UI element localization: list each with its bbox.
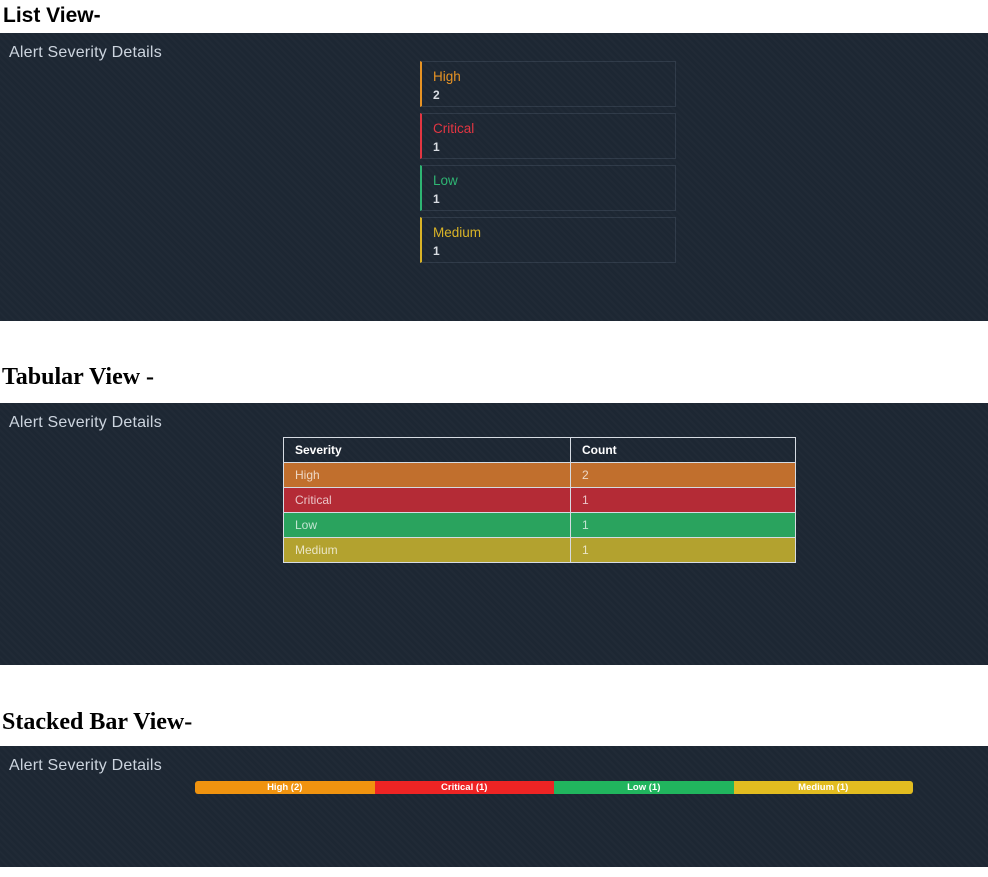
list-item-medium[interactable]: Medium 1 [420,217,676,263]
bar-segment-medium[interactable]: Medium (1) [733,781,913,794]
list-view-heading: List View- [3,4,101,27]
alert-severity-table-panel: Alert Severity Details Severity Count Hi… [0,403,988,665]
count-cell: 1 [570,537,796,563]
severity-label: Low [433,173,458,188]
alert-severity-stacked-bar-panel: Alert Severity Details High (2) Critical… [0,746,988,867]
severity-count: 1 [433,140,440,154]
severity-list: High 2 Critical 1 Low 1 Medium 1 [420,61,676,269]
list-item-high[interactable]: High 2 [420,61,676,107]
panel-title: Alert Severity Details [9,757,162,774]
severity-label: Medium [433,225,482,240]
table-row-high[interactable]: High 2 [283,462,796,488]
column-header-severity: Severity [283,437,571,463]
bar-segment-critical[interactable]: Critical (1) [374,781,554,794]
severity-label: Critical [433,121,475,136]
severity-cell: Medium [283,537,571,563]
list-item-critical[interactable]: Critical 1 [420,113,676,159]
list-item-low[interactable]: Low 1 [420,165,676,211]
panel-title: Alert Severity Details [9,44,162,61]
tabular-view-heading: Tabular View - [2,364,155,390]
panel-title: Alert Severity Details [9,414,162,431]
alert-severity-list-panel: Alert Severity Details High 2 Critical 1… [0,33,988,321]
bar-segment-high[interactable]: High (2) [195,781,375,794]
count-cell: 2 [570,462,796,488]
severity-table: Severity Count High 2 Critical 1 Low 1 M… [283,437,796,563]
severity-count: 2 [433,88,440,102]
severity-count: 1 [433,244,440,258]
severity-cell: High [283,462,571,488]
severity-cell: Low [283,512,571,538]
table-row-medium[interactable]: Medium 1 [283,537,796,563]
severity-count: 1 [433,192,440,206]
severity-cell: Critical [283,487,571,513]
bar-segment-low[interactable]: Low (1) [554,781,734,794]
severity-label: High [433,69,461,84]
count-cell: 1 [570,487,796,513]
stacked-bar: High (2) Critical (1) Low (1) Medium (1) [195,781,913,794]
stacked-bar-view-heading: Stacked Bar View- [2,709,193,735]
table-row-critical[interactable]: Critical 1 [283,487,796,513]
column-header-count: Count [570,437,796,463]
table-row-low[interactable]: Low 1 [283,512,796,538]
count-cell: 1 [570,512,796,538]
table-header-row: Severity Count [283,437,796,463]
